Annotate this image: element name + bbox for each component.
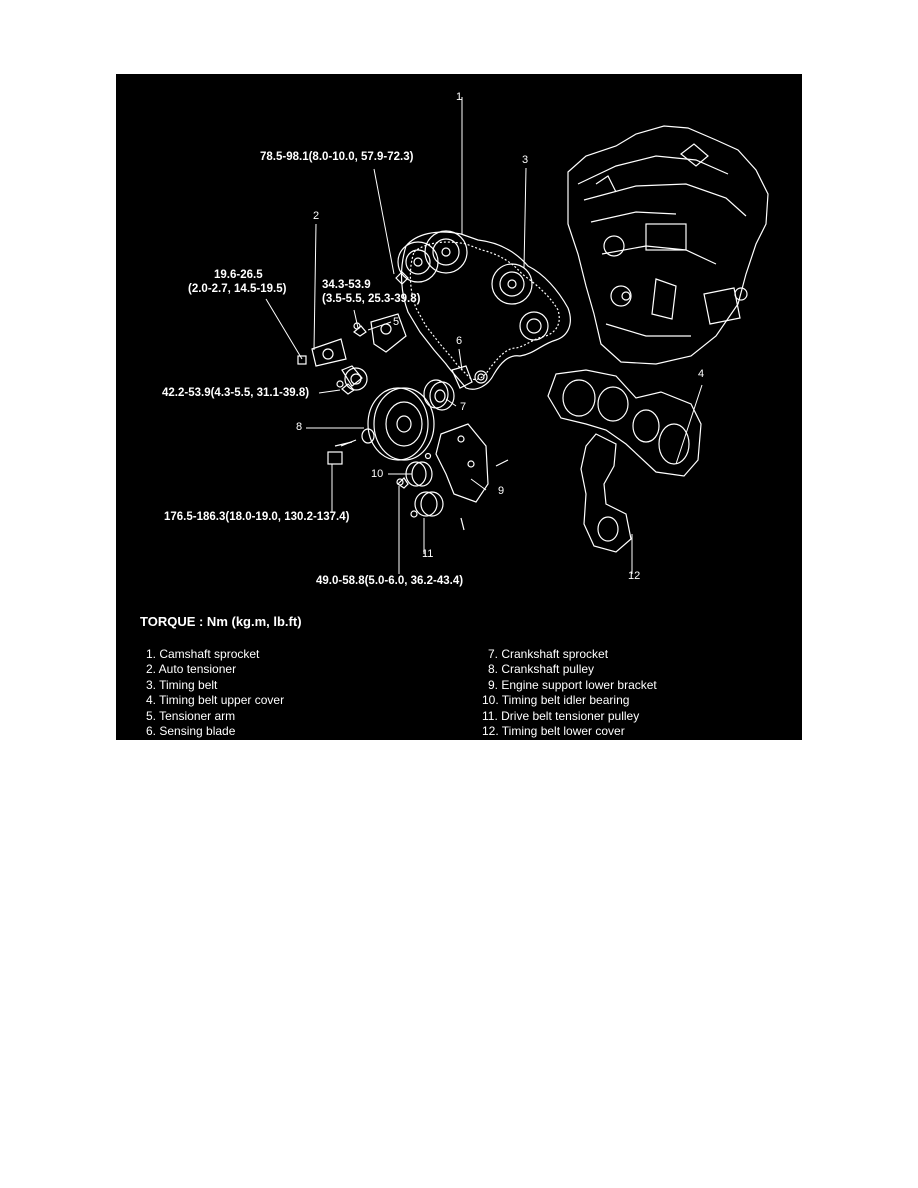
lower-bracket-parts <box>396 423 509 531</box>
leader-lines <box>265 97 703 574</box>
callout-10: 10 <box>371 468 384 480</box>
callout-6: 6 <box>456 335 463 347</box>
legend-right-10: 10. Timing belt idler bearing <box>482 693 630 707</box>
torque-label-tensioner-arm-1: 34.3-53.9 <box>322 279 371 291</box>
legend-left-4: 4. Timing belt upper cover <box>146 693 285 707</box>
crankshaft-pulley <box>327 387 435 465</box>
callout-5: 5 <box>393 316 400 328</box>
callout-7: 7 <box>460 401 467 413</box>
torque-label-crank-bolt: 176.5-186.3(18.0-19.0, 130.2-137.4) <box>164 511 350 523</box>
callout-11: 11 <box>422 548 434 560</box>
callout-3: 3 <box>522 154 529 166</box>
legend-right-9: 9. Engine support lower bracket <box>488 678 657 692</box>
callout-1: 1 <box>456 91 463 103</box>
legend-right-12: 12. Timing belt lower cover <box>482 724 625 738</box>
legend-left-1: 1. Camshaft sprocket <box>146 647 260 661</box>
legend-right-7: 7. Crankshaft sprocket <box>488 647 609 661</box>
callout-4: 4 <box>698 368 705 380</box>
legend-left-6: 6. Sensing blade <box>146 724 236 738</box>
callout-2: 2 <box>313 210 320 222</box>
legend-left-5: 5. Tensioner arm <box>146 709 236 723</box>
torque-label-bracket-bolt: 49.0-58.8(5.0-6.0, 36.2-43.4) <box>316 575 464 587</box>
torque-label-idler-bolt: 42.2-53.9(4.3-5.5, 31.1-39.8) <box>162 387 310 399</box>
torque-label-auto-tensioner-1: 19.6-26.5 <box>214 269 263 281</box>
legend-left-2: 2. Auto tensioner <box>146 662 237 676</box>
exploded-view-illustration <box>265 97 769 574</box>
torque-units-heading: TORQUE : Nm (kg.m, lb.ft) <box>140 614 302 629</box>
callout-9: 9 <box>498 485 505 497</box>
torque-label-tensioner-arm-2: (3.5-5.5, 25.3-39.8) <box>322 293 421 305</box>
torque-label-auto-tensioner-2: (2.0-2.7, 14.5-19.5) <box>188 283 287 295</box>
crankshaft-sprocket <box>423 379 455 411</box>
upper-cover <box>547 369 702 477</box>
timing-belt-diagram: 78.5-98.1(8.0-10.0, 57.9-72.3) 19.6-26.5… <box>116 74 802 740</box>
bolts <box>341 271 409 489</box>
legend-left-3: 3. Timing belt <box>146 678 218 692</box>
torque-label-camshaft-bolt: 78.5-98.1(8.0-10.0, 57.9-72.3) <box>260 151 414 163</box>
timing-belt <box>400 231 571 390</box>
callout-8: 8 <box>296 421 303 433</box>
callout-12: 12 <box>628 570 641 582</box>
lower-cover <box>580 433 632 553</box>
camshaft-sprockets <box>397 230 549 341</box>
legend-right-11: 11. Drive belt tensioner pulley <box>482 709 640 723</box>
legend-right-8: 8. Crankshaft pulley <box>488 662 595 676</box>
engine-block <box>567 125 769 365</box>
